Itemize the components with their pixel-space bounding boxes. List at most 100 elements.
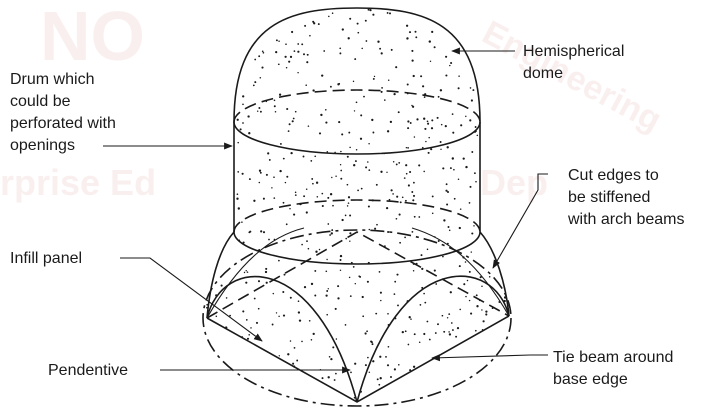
stipple-dot <box>427 123 429 125</box>
stipple-dot <box>349 147 351 149</box>
stipple-dot <box>404 177 406 179</box>
stipple-dot <box>331 232 333 234</box>
stipple-dot <box>412 199 414 201</box>
stipple-dot <box>245 282 247 284</box>
stipple-dot <box>418 164 420 166</box>
stipple-dot <box>358 275 360 277</box>
stipple-dot <box>420 304 422 306</box>
stipple-dot <box>387 231 389 233</box>
stipple-dot <box>336 338 338 340</box>
stipple-dot <box>457 327 459 329</box>
stipple-dot <box>450 62 452 64</box>
label-infill-panel: Infill panel <box>10 250 82 267</box>
stipple-dot <box>353 266 355 268</box>
stipple-dot <box>356 149 358 151</box>
stipple-dot <box>376 184 378 186</box>
stipple-texture <box>206 9 506 399</box>
stipple-dot <box>398 162 400 164</box>
stipple-dot <box>290 340 292 342</box>
stipple-dot <box>422 85 424 87</box>
stipple-dot <box>409 31 411 33</box>
stipple-dot <box>369 9 371 11</box>
stipple-dot <box>349 277 351 279</box>
stipple-dot <box>369 229 371 231</box>
stipple-dot <box>423 171 425 173</box>
stipple-dot <box>449 333 451 335</box>
stipple-dot <box>260 111 262 113</box>
stipple-dot <box>446 183 448 185</box>
stipple-dot <box>332 205 334 207</box>
stipple-dot <box>303 53 305 55</box>
stipple-dot <box>474 172 476 174</box>
stipple-dot <box>440 141 442 143</box>
stipple-dot <box>357 190 359 192</box>
stipple-dot <box>254 81 256 83</box>
stipple-dot <box>339 47 341 49</box>
stipple-dot <box>278 260 280 262</box>
stipple-dot <box>350 372 352 374</box>
stipple-dot <box>381 87 383 89</box>
stipple-dot <box>325 294 327 296</box>
stipple-dot <box>469 202 471 204</box>
stipple-dot <box>377 41 379 43</box>
stipple-dot <box>242 173 244 175</box>
stipple-dot <box>249 178 251 180</box>
stipple-dot <box>347 184 349 186</box>
base-circle <box>203 230 511 406</box>
stipple-dot <box>409 171 411 173</box>
stipple-dot <box>279 355 280 356</box>
stipple-dot <box>325 109 327 111</box>
stipple-dot <box>349 232 351 234</box>
stipple-dot <box>408 184 410 186</box>
stipple-dot <box>458 178 460 180</box>
stipple-dot <box>443 219 445 221</box>
stipple-dot <box>247 115 249 117</box>
stipple-dot <box>240 128 242 130</box>
stipple-dot <box>266 282 268 284</box>
stipple-dot <box>390 376 392 378</box>
arch-beam-back-left <box>207 228 304 318</box>
stipple-dot <box>295 192 297 194</box>
stipple-dot <box>469 300 470 301</box>
stipple-dot <box>465 166 467 168</box>
stipple-dot <box>294 347 296 349</box>
stipple-dot <box>301 244 303 246</box>
stipple-dot <box>419 342 421 344</box>
stipple-dot <box>328 16 330 18</box>
stipple-dot <box>301 341 303 343</box>
stipple-dot <box>348 132 350 134</box>
stipple-dot <box>469 186 471 188</box>
stipple-dot <box>431 119 433 121</box>
stipple-dot <box>426 321 428 323</box>
stipple-dot <box>327 197 329 199</box>
stipple-dot <box>365 166 367 168</box>
stipple-dot <box>316 182 318 184</box>
stipple-dot <box>402 331 404 333</box>
stipple-dot <box>393 93 395 95</box>
stipple-dot <box>247 271 249 273</box>
stipple-dot <box>312 183 314 185</box>
stipple-dot <box>391 189 393 191</box>
stipple-dot <box>248 132 250 134</box>
stipple-dot <box>341 219 343 221</box>
stipple-dot <box>446 203 448 205</box>
stipple-dot <box>297 51 299 53</box>
stipple-dot <box>340 270 341 271</box>
stipple-dot <box>250 327 252 329</box>
stipple-dot <box>286 223 288 225</box>
stipple-dot <box>469 271 471 273</box>
stipple-dot <box>406 173 408 175</box>
stipple-dot <box>261 67 263 69</box>
stipple-dot <box>272 324 274 326</box>
stipple-dot <box>345 238 347 240</box>
stipple-dot <box>254 59 256 61</box>
stipple-dot <box>238 207 240 209</box>
stipple-dot <box>353 81 354 82</box>
stipple-dot <box>366 40 368 42</box>
stipple-dot <box>365 364 367 366</box>
stipple-dot <box>394 368 396 370</box>
stipple-dot <box>475 126 477 128</box>
stipple-dot <box>305 84 307 86</box>
stipple-dot <box>485 310 487 312</box>
